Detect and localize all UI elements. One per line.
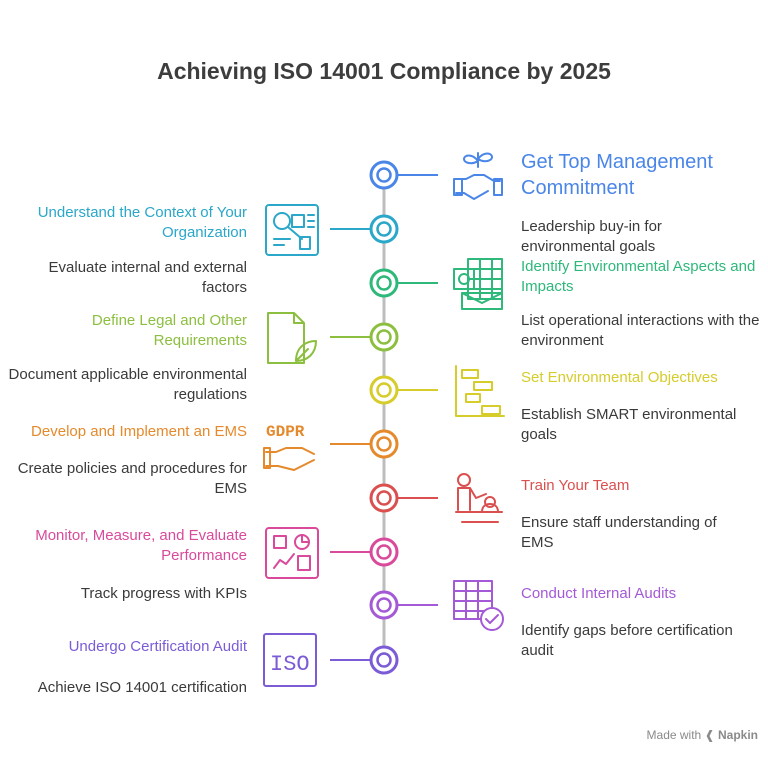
step-title-context: Understand the Context of Your Organizat… [37,204,247,241]
timeline-node-inner [376,382,392,398]
iso-icon: ISO [263,633,317,687]
plant-handshake-icon [453,152,503,200]
timeline-node-inner [376,436,392,452]
step-title-legal: Define Legal and Other Requirements [91,312,247,349]
spreadsheet-mail-icon [453,258,503,310]
dashboard-icon [265,527,319,579]
footer-made-with: Made with [646,728,702,742]
footer-brand: Napkin [717,728,758,742]
timeline-node-inner [376,490,392,506]
step-title-monitor: Monitor, Measure, and Evaluate Performan… [35,527,247,564]
footer: Made with ❰ Napkin [647,728,758,742]
gantt-chart-icon [455,365,505,417]
timeline-node-inner [376,167,392,183]
step-title-train: Train Your Team [521,477,630,494]
page-title: Achieving ISO 14001 Compliance by 2025 [157,58,611,84]
trainer-icon [455,473,503,523]
step-desc-legal: Document applicable environmental regula… [8,366,247,403]
org-chart-icon [265,204,319,256]
timeline-node-inner [376,652,392,668]
step-desc-certification: Achieve ISO 14001 certification [37,679,247,696]
step-title-audits: Conduct Internal Audits [521,585,677,602]
gdpr-hand-icon: GDPR [263,423,315,471]
step-title-commitment: Get Top Management Commitment [521,151,713,199]
napkin-logo-icon: ❰ [704,728,715,742]
step-desc-objectives: Establish SMART environmental goals [521,406,737,443]
step-title-certification: Undergo Certification Audit [68,638,247,655]
document-leaf-icon [267,312,317,364]
timeline-node-inner [376,275,392,291]
step-desc-ems: Create policies and procedures for EMS [17,460,247,497]
timeline-node-inner [376,329,392,345]
timeline-node-inner [376,597,392,613]
timeline-node-inner [376,221,392,237]
step-desc-monitor: Track progress with KPIs [80,585,247,602]
step-desc-aspects: List operational interactions with the e… [521,312,760,349]
step-desc-audits: Identify gaps before certification audit [521,622,733,659]
checklist-icon [453,580,504,631]
step-desc-train: Ensure staff understanding of EMS [521,514,717,551]
step-title-objectives: Set Environmental Objectives [521,369,718,386]
step-desc-commitment: Leadership buy-in for environmental goal… [521,218,662,255]
step-title-ems: Develop and Implement an EMS [31,423,247,440]
step-desc-context: Evaluate internal and external factors [48,259,247,296]
gdpr-label: GDPR [266,423,305,441]
step-title-aspects: Identify Environmental Aspects and Impac… [521,258,756,295]
timeline-node-inner [376,544,392,560]
iso-label: ISO [270,652,310,677]
